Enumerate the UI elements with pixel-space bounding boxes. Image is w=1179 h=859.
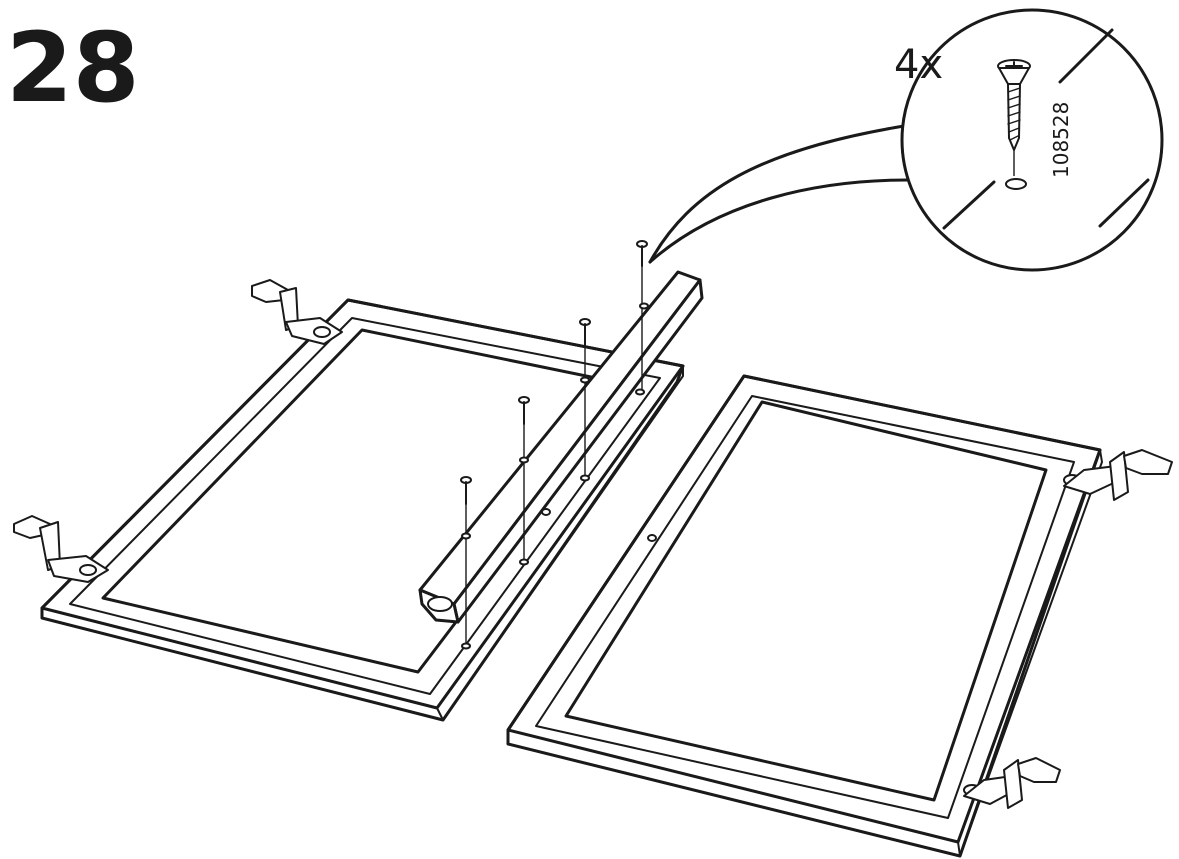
- screw-3: [518, 396, 530, 566]
- screw-4: [460, 476, 472, 650]
- screw-2: [579, 318, 591, 482]
- part-number: 108528: [1049, 102, 1073, 178]
- hinge-left-bottom: [13, 515, 109, 583]
- wooden-rail: [418, 270, 704, 624]
- right-door-panel: [506, 374, 1103, 858]
- left-door-panel: [40, 298, 685, 722]
- hinge-left-top: [251, 279, 343, 345]
- wood-screw-icon: [997, 59, 1031, 176]
- right-door-hole: [647, 534, 657, 542]
- screw-1: [635, 240, 649, 396]
- step-number: 28: [6, 12, 140, 124]
- hinge-right-top: [1063, 449, 1173, 501]
- rail-hole: [541, 508, 551, 516]
- screw-hole: [1005, 178, 1027, 190]
- hinge-right-bottom: [963, 757, 1061, 809]
- detail-callout: 4x 108528: [648, 8, 1164, 272]
- quantity-label: 4x: [894, 42, 943, 88]
